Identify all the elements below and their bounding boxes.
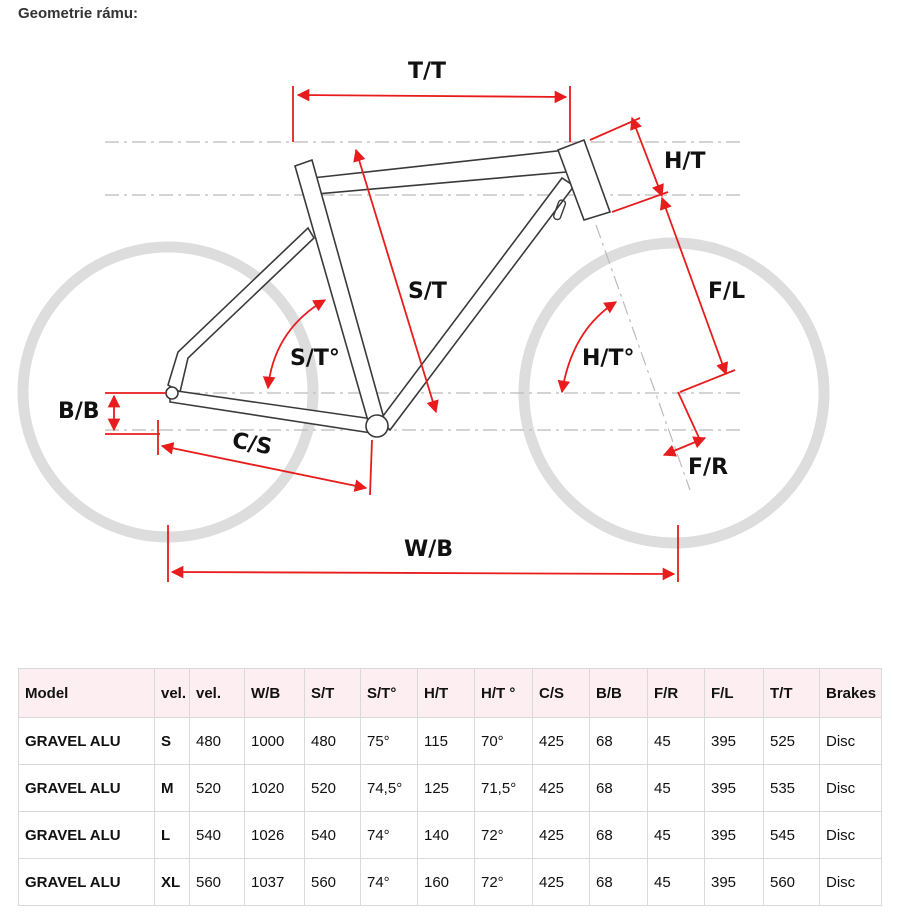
- table-cell: 1026: [244, 811, 305, 859]
- label-tt: T/T: [408, 59, 446, 84]
- table-cell: 480: [304, 717, 361, 765]
- size-cell: L: [154, 811, 190, 859]
- label-bb: B/B: [58, 399, 100, 424]
- guide-lines: [105, 141, 745, 491]
- table-cell: 525: [763, 717, 820, 765]
- table-cell: 75°: [360, 717, 418, 765]
- table-cell: 68: [589, 717, 648, 765]
- table-cell: 1037: [244, 858, 305, 906]
- size-cell: M: [154, 764, 190, 812]
- table-cell: 395: [704, 811, 764, 859]
- label-st-angle: S/T°: [290, 346, 340, 371]
- table-cell: 45: [647, 717, 705, 765]
- label-ht: H/T: [664, 149, 705, 174]
- column-header: vel.: [189, 668, 245, 718]
- table-cell: 520: [189, 764, 245, 812]
- table-cell: 540: [304, 811, 361, 859]
- table-cell: 425: [532, 858, 590, 906]
- table-cell: 68: [589, 811, 648, 859]
- table-cell: 425: [532, 811, 590, 859]
- column-header: Brakes: [819, 668, 882, 718]
- table-cell: 115: [417, 717, 475, 765]
- rear-dropout: [165, 386, 179, 400]
- label-cs: C/S: [230, 428, 274, 460]
- model-cell: GRAVEL ALU: [18, 858, 155, 906]
- column-header: Model: [18, 668, 155, 718]
- label-wb: W/B: [404, 537, 453, 562]
- table-cell: 45: [647, 764, 705, 812]
- table-cell: Disc: [819, 717, 882, 765]
- label-fl: F/L: [708, 279, 745, 304]
- column-header: F/L: [704, 668, 764, 718]
- column-header: S/T: [304, 668, 361, 718]
- table-cell: 395: [704, 717, 764, 765]
- table-cell: 535: [763, 764, 820, 812]
- model-cell: GRAVEL ALU: [18, 811, 155, 859]
- table-cell: 72°: [474, 811, 533, 859]
- column-header: vel.: [154, 668, 190, 718]
- head-tube: [556, 138, 612, 221]
- table-cell: 74°: [360, 811, 418, 859]
- column-header: B/B: [589, 668, 648, 718]
- table-cell: 45: [647, 811, 705, 859]
- page-title: Geometrie rámu:: [18, 5, 139, 22]
- table-cell: 540: [189, 811, 245, 859]
- table-cell: 1020: [244, 764, 305, 812]
- table-cell: 560: [763, 858, 820, 906]
- table-cell: 68: [589, 764, 648, 812]
- table-cell: 74°: [360, 858, 418, 906]
- table-cell: Disc: [819, 858, 882, 906]
- column-header: H/T °: [474, 668, 533, 718]
- table-cell: 425: [532, 764, 590, 812]
- size-cell: S: [154, 717, 190, 765]
- top-tube: [311, 149, 567, 195]
- dimension-lines: [105, 86, 736, 582]
- table-cell: 560: [189, 858, 245, 906]
- label-st: S/T: [408, 279, 447, 304]
- table-cell: 72°: [474, 858, 533, 906]
- table-cell: 1000: [244, 717, 305, 765]
- table-cell: 71,5°: [474, 764, 533, 812]
- bottom-bracket: [365, 414, 389, 438]
- table-cell: Disc: [819, 764, 882, 812]
- frame-geometry-diagram: T/T H/T S/T F/L S/T° H/T° B/B C/S F/R W/…: [17, 59, 830, 582]
- column-header: T/T: [763, 668, 820, 718]
- down-tube: [378, 176, 576, 432]
- table-cell: Disc: [819, 811, 882, 859]
- table-cell: 68: [589, 858, 648, 906]
- table-cell: 160: [417, 858, 475, 906]
- label-ht-angle: H/T°: [582, 346, 634, 371]
- table-cell: 45: [647, 858, 705, 906]
- table-cell: 70°: [474, 717, 533, 765]
- table-cell: 480: [189, 717, 245, 765]
- size-cell: XL: [154, 858, 190, 906]
- table-cell: 395: [704, 858, 764, 906]
- table-cell: 125: [417, 764, 475, 812]
- table-cell: 140: [417, 811, 475, 859]
- model-cell: GRAVEL ALU: [18, 764, 155, 812]
- label-fr: F/R: [688, 455, 728, 480]
- table-cell: 560: [304, 858, 361, 906]
- table-cell: 545: [763, 811, 820, 859]
- column-header: C/S: [532, 668, 590, 718]
- chain-stay: [169, 389, 381, 435]
- column-header: H/T: [417, 668, 475, 718]
- table-cell: 425: [532, 717, 590, 765]
- table-cell: 395: [704, 764, 764, 812]
- table-cell: 74,5°: [360, 764, 418, 812]
- model-cell: GRAVEL ALU: [18, 717, 155, 765]
- column-header: S/T°: [360, 668, 418, 718]
- column-header: F/R: [647, 668, 705, 718]
- table-cell: 520: [304, 764, 361, 812]
- column-header: W/B: [244, 668, 305, 718]
